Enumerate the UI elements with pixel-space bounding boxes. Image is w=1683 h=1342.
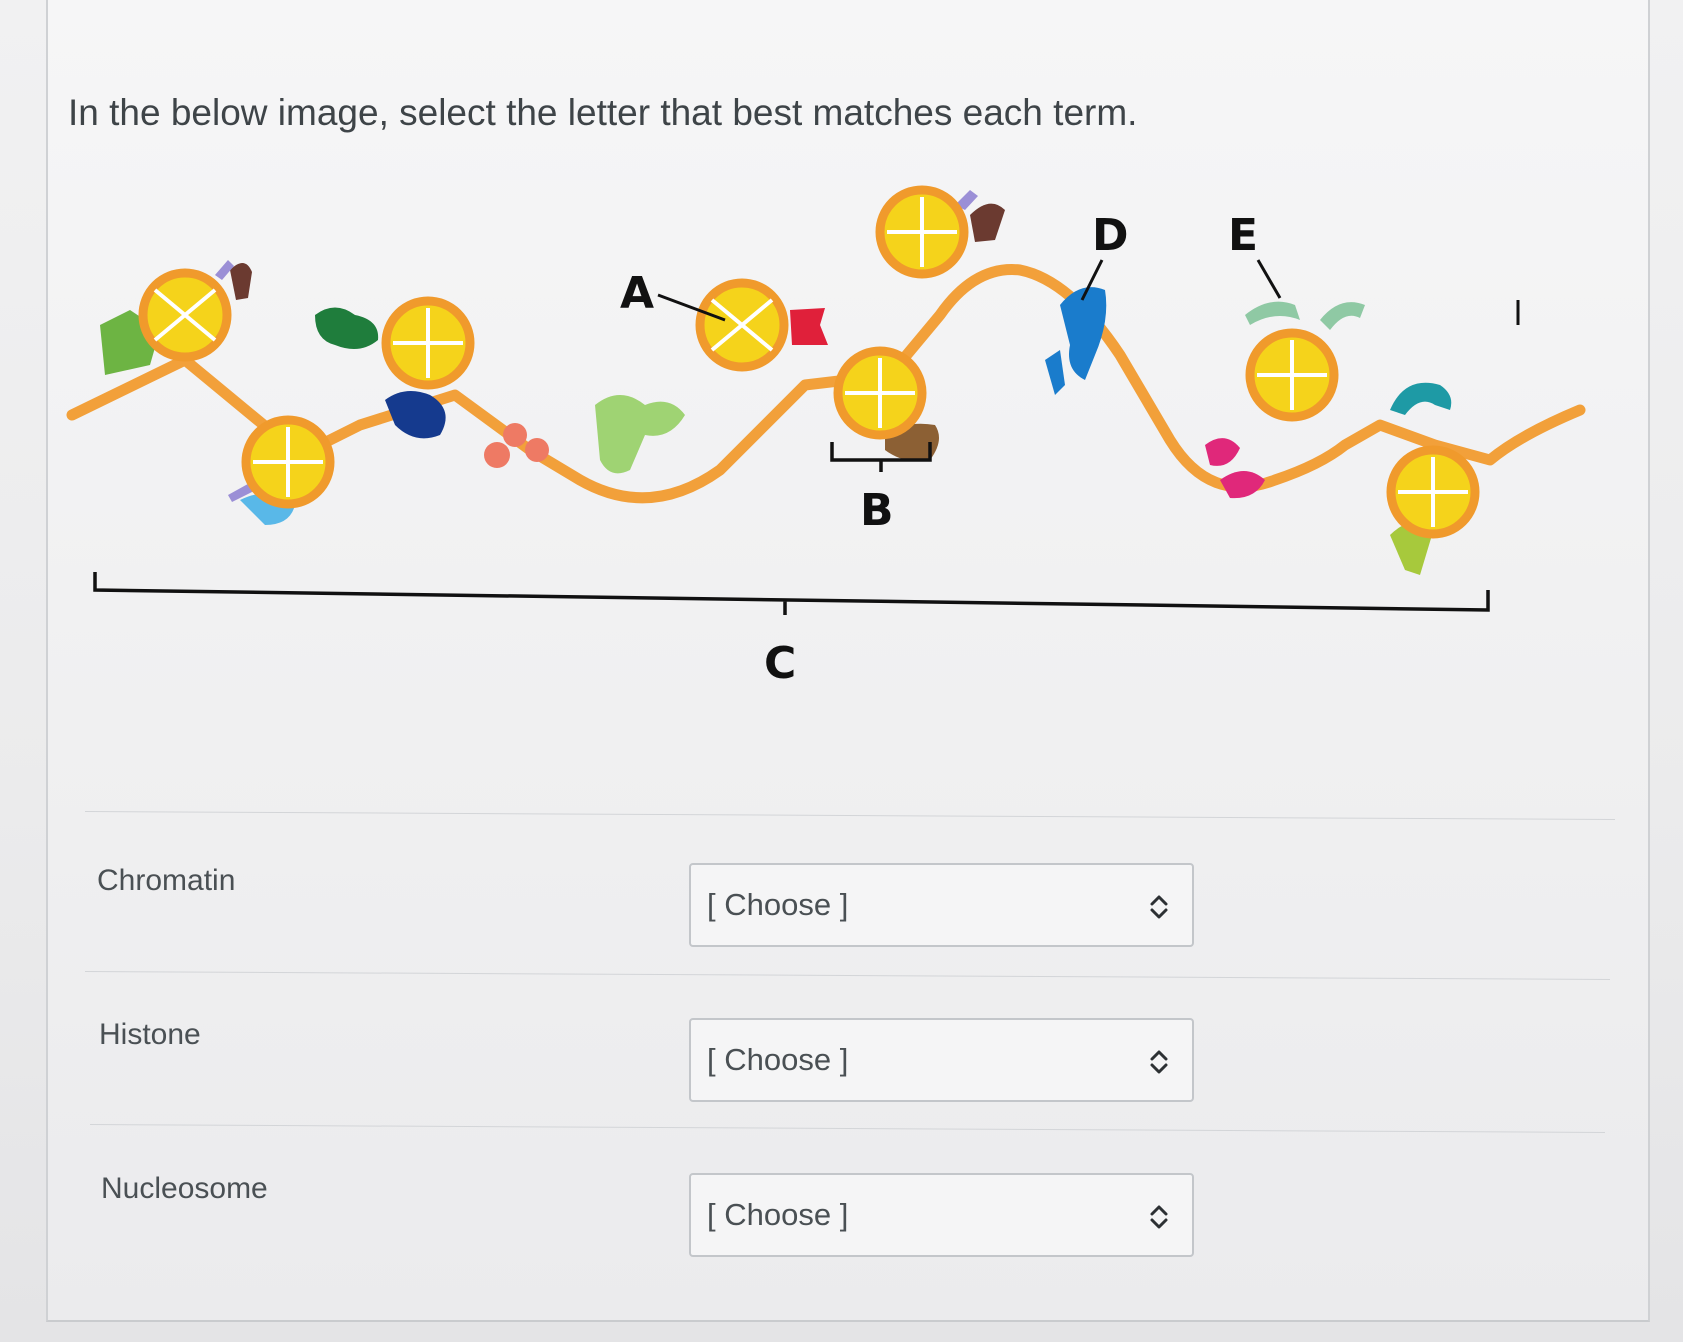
up-down-chevron-icon	[1150, 1205, 1168, 1229]
protein-navy	[385, 391, 446, 439]
label-c: C	[764, 638, 796, 689]
protein-red	[790, 308, 828, 345]
chromatin-select[interactable]: [ Choose ]	[689, 863, 1194, 947]
question-prompt: In the below image, select the letter th…	[68, 92, 1138, 133]
bracket-c	[93, 572, 1490, 615]
chromatin-select-value: [ Choose ]	[707, 887, 849, 922]
term-nucleosome: Nucleosome	[101, 1172, 268, 1205]
label-a: A	[620, 268, 654, 319]
histone-select[interactable]: [ Choose ]	[689, 1018, 1194, 1102]
protein-sagegreen	[1245, 301, 1300, 325]
protein-sagegreen-2	[1320, 302, 1365, 330]
protein-darkgreen	[315, 307, 379, 349]
histone-select-value: [ Choose ]	[707, 1042, 849, 1077]
protein-blue	[1060, 287, 1107, 380]
nucleosome-7	[1245, 328, 1339, 422]
chromatin-diagram-svg: A B C D E	[66, 185, 1586, 689]
protein-salmon-3	[525, 438, 549, 462]
up-down-chevron-icon	[1150, 1050, 1168, 1074]
pointer-d	[1080, 259, 1104, 301]
pointer-e	[1256, 259, 1282, 299]
chromatin-diagram: A B C D E	[60, 180, 1650, 750]
nucleosome-2	[381, 296, 475, 390]
protein-brown-1	[230, 262, 252, 300]
label-d: D	[1092, 210, 1129, 261]
protein-salmon-1	[484, 442, 510, 468]
nucleosome-8	[1386, 445, 1480, 539]
protein-magenta-2	[1220, 471, 1265, 499]
nucleosome-select-value: [ Choose ]	[707, 1197, 849, 1232]
nucleosome-4	[695, 278, 789, 372]
nucleosome-6	[875, 185, 969, 279]
pointer-a	[657, 293, 726, 322]
protein-salmon-2	[503, 423, 527, 447]
protein-lightgreen	[595, 395, 685, 474]
protein-teal	[1390, 382, 1452, 415]
protein-brown-3	[970, 203, 1005, 242]
term-histone: Histone	[99, 1018, 201, 1051]
label-e: E	[1228, 210, 1258, 261]
protein-lavender-1	[215, 260, 234, 280]
label-b: B	[860, 485, 894, 536]
term-chromatin: Chromatin	[97, 864, 236, 897]
nucleosome-5	[833, 346, 927, 440]
up-down-chevron-icon	[1150, 895, 1168, 919]
protein-lavender-2	[955, 190, 978, 210]
bracket-b	[830, 442, 932, 472]
protein-blue-small	[1045, 350, 1065, 395]
nucleosome-select[interactable]: [ Choose ]	[689, 1173, 1194, 1257]
nucleosome-1	[138, 268, 232, 362]
nucleosome-3	[241, 415, 335, 509]
protein-magenta	[1205, 438, 1240, 466]
